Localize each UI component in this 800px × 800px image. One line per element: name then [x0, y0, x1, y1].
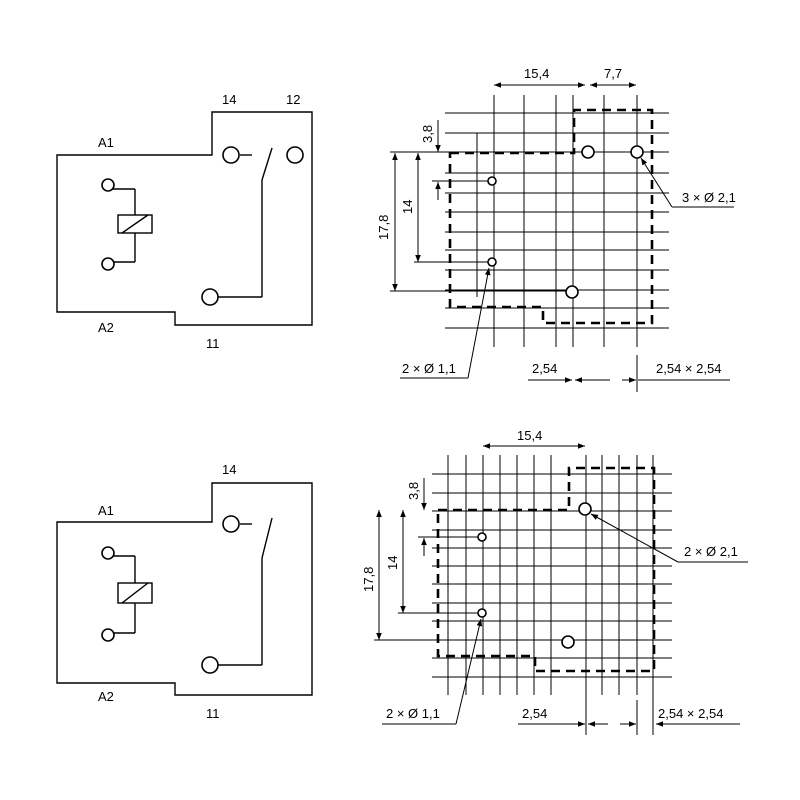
- dim-14: 14: [400, 200, 415, 214]
- dim-3-8: 3,8: [406, 482, 421, 500]
- pcb-grid: [445, 95, 669, 347]
- pin-14-label: 14: [222, 92, 236, 107]
- schematic-changeover: 14 12 A1 A2 11: [56, 92, 313, 351]
- pin-a1-label: A1: [98, 503, 114, 518]
- pitch-label: 2,54: [532, 361, 557, 376]
- coil-symbol: [101, 178, 153, 271]
- footprint-changeover: 15,4 7,7 3,8 14 17,8 2 × Ø 1,1 3 × Ø 2,1…: [376, 66, 736, 392]
- dim-17-8: 17,8: [361, 567, 376, 592]
- coil-symbol: [101, 546, 153, 642]
- grid-label: 2,54 × 2,54: [656, 361, 721, 376]
- large-holes-label: 2 × Ø 2,1: [684, 544, 738, 559]
- pin-14-label: 14: [222, 462, 236, 477]
- dim-14: 14: [385, 556, 400, 570]
- large-hole: [581, 145, 595, 159]
- relay-body-outline: [448, 108, 654, 325]
- large-hole: [630, 145, 644, 159]
- pin-11-label: 11: [206, 336, 220, 351]
- large-holes-label: 3 × Ø 2,1: [682, 190, 736, 205]
- relay-body-outline: [436, 466, 656, 673]
- dim-offset: 7,7: [604, 66, 622, 81]
- large-hole: [561, 635, 575, 649]
- switch-contact: [201, 146, 304, 306]
- pin-12-label: 12: [286, 92, 300, 107]
- small-holes-label: 2 × Ø 1,1: [386, 706, 440, 721]
- pin-a2-label: A2: [98, 320, 114, 335]
- small-holes-label: 2 × Ø 1,1: [402, 361, 456, 376]
- pin-11-label: 11: [206, 706, 220, 721]
- large-hole: [578, 502, 592, 516]
- relay-outline: [56, 111, 313, 326]
- dim-width: 15,4: [524, 66, 549, 81]
- dim-3-8: 3,8: [420, 125, 435, 143]
- dim-17-8: 17,8: [376, 215, 391, 240]
- large-hole: [565, 285, 579, 299]
- pcb-grid: [432, 455, 672, 695]
- small-hole: [487, 176, 497, 186]
- small-hole: [487, 257, 497, 267]
- relay-outline: [56, 482, 313, 696]
- pitch-label: 2,54: [522, 706, 547, 721]
- dim-width: 15,4: [517, 428, 542, 443]
- footprint-make: 15,4 3,8 14 17,8 2 × Ø 1,1 2 × Ø 2,1 2,5…: [361, 428, 748, 735]
- pin-a1-label: A1: [98, 135, 114, 150]
- small-hole: [477, 532, 487, 542]
- small-hole: [477, 608, 487, 618]
- grid-label: 2,54 × 2,54: [658, 706, 723, 721]
- switch-contact: [201, 515, 273, 674]
- schematic-make: 14 A1 A2 11: [56, 462, 313, 721]
- pin-a2-label: A2: [98, 689, 114, 704]
